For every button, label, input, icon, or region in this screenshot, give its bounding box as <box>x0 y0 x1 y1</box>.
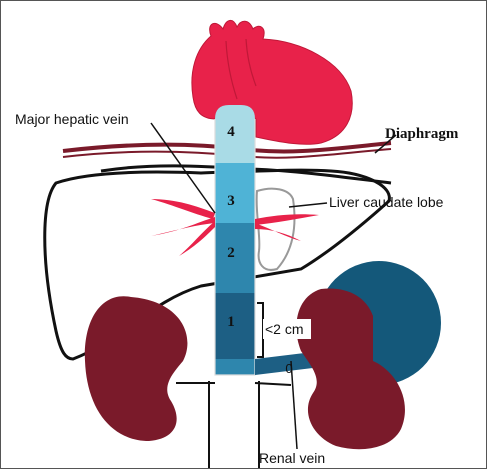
distance-bracket <box>257 303 263 357</box>
label-major-hepatic-vein: Major hepatic vein <box>15 111 129 127</box>
ivc-segment-2 <box>215 223 255 293</box>
label-renal-vein: Renal vein <box>259 450 325 466</box>
ivc-segment-3 <box>215 163 255 223</box>
segment-label-0: 0 <box>285 361 292 376</box>
ivc-segment-base <box>215 359 255 375</box>
label-liver-caudate-lobe: Liver caudate lobe <box>329 194 444 210</box>
segment-label-4: 4 <box>227 124 235 140</box>
left-kidney <box>85 296 188 441</box>
label-distance: <2 cm <box>265 321 304 337</box>
segment-label-1: 1 <box>227 314 235 330</box>
ivc-segment-1 <box>215 293 255 359</box>
vena-cava <box>215 105 255 375</box>
label-diaphragm: Diaphragm <box>385 126 459 142</box>
segment-label-2: 2 <box>227 245 235 261</box>
segment-label-3: 3 <box>227 193 235 209</box>
ivc-segment-4 <box>215 105 255 163</box>
